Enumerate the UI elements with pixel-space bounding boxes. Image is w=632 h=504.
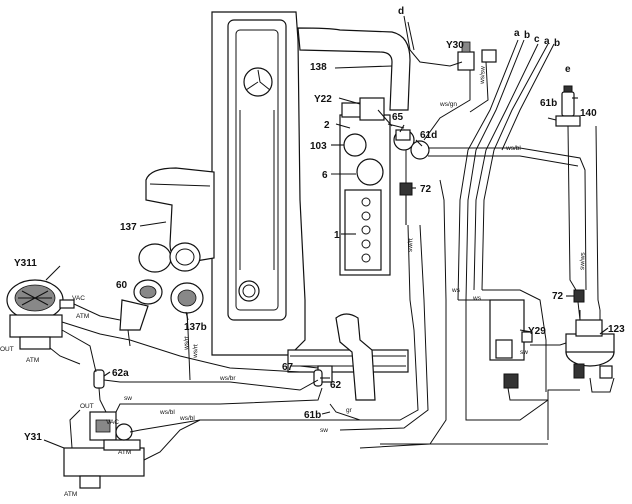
leader-lines <box>43 65 609 449</box>
label-61d: 61d <box>420 130 437 141</box>
label-ws-bl: ws/bl <box>505 145 521 152</box>
label-atm-y311-b: ATM <box>26 357 39 364</box>
label-ws-bl-3: ws/bl <box>179 415 195 422</box>
throttle-linkage-67 <box>287 313 409 401</box>
label-sw-1: sw <box>124 395 132 402</box>
label-65: 65 <box>392 112 404 123</box>
label-1: 1 <box>334 230 340 241</box>
intake-pipe-138 <box>297 27 411 111</box>
y31-valve-unit <box>63 411 145 489</box>
label-y22: Y22 <box>314 94 332 105</box>
label-atm-y31-a: ATM <box>118 449 131 456</box>
label-61b-top: 61b <box>540 98 557 109</box>
label-ws-br: ws/br <box>219 375 236 382</box>
label-atm-y311-a: ATM <box>76 313 89 320</box>
label-103: 103 <box>310 141 327 152</box>
label-y311: Y311 <box>14 258 37 269</box>
label-138: 138 <box>310 62 327 73</box>
label-60: 60 <box>116 280 128 291</box>
label-137b: 137b <box>184 322 207 333</box>
switchover-valve-y30 <box>457 41 497 71</box>
component-137b <box>170 282 204 331</box>
label-62a: 62a <box>112 368 129 379</box>
label-y31: Y31 <box>24 432 42 443</box>
label-ws-sw: ws/sw <box>479 66 487 85</box>
injection-pump <box>339 97 391 276</box>
label-gr: gr <box>346 407 353 414</box>
label-sw-ws: sw/ws <box>579 251 587 270</box>
label-ws-gn: ws/gn <box>439 101 457 108</box>
y311-valve-unit <box>6 279 75 350</box>
label-67: 67 <box>282 362 294 373</box>
label-ws-rt: ws/rt <box>192 344 200 359</box>
label-sw-rt: sw/rt <box>407 238 414 252</box>
label-ws-1: ws <box>451 287 461 294</box>
vacuum-hoses <box>49 15 615 461</box>
label-e: e <box>565 64 571 75</box>
label-a-1: a <box>514 28 520 39</box>
label-6: 6 <box>322 170 328 181</box>
label-ws-bl-2: ws/bl <box>159 409 175 416</box>
filter-72 <box>399 182 413 225</box>
air-duct-137 <box>138 167 215 273</box>
label-b-1: b <box>524 30 530 41</box>
label-out-y311: OUT <box>0 346 14 353</box>
restrictor-62a <box>93 369 105 389</box>
port-and-color-labels: VAC ATM OUT ATM OUT VAC ATM ATM ws/gn ws… <box>0 66 587 498</box>
label-a-2: a <box>544 36 550 47</box>
valve-61b-140 <box>555 85 581 127</box>
label-61b-bottom: 61b <box>304 410 321 421</box>
label-c: c <box>534 34 540 45</box>
label-2: 2 <box>324 120 330 131</box>
label-sw-2: sw <box>320 427 328 434</box>
part-labels: 138 Y22 Y30 d a b c a b e 61b 140 2 65 6… <box>14 6 625 443</box>
label-sw-3: sw <box>520 349 528 356</box>
filter-72-right <box>573 289 585 303</box>
label-vac-y311: VAC <box>72 295 85 302</box>
label-140: 140 <box>580 108 597 119</box>
label-y29: Y29 <box>528 326 546 337</box>
label-72-right: 72 <box>552 291 564 302</box>
label-72-top: 72 <box>420 184 432 195</box>
label-62: 62 <box>330 380 342 391</box>
label-vac-y31: VAC <box>106 419 119 426</box>
engine-valve-cover <box>211 11 306 356</box>
label-d: d <box>398 6 404 17</box>
vacuum-unit-123 <box>565 310 615 379</box>
valve-y29 <box>489 299 533 389</box>
label-123: 123 <box>608 324 625 335</box>
label-137: 137 <box>120 222 137 233</box>
label-out-y31: OUT <box>80 403 94 410</box>
label-y30: Y30 <box>446 40 464 51</box>
component-60 <box>119 279 163 331</box>
valve-65-61d <box>393 129 430 160</box>
label-b-2: b <box>554 38 560 49</box>
label-atm-y31-b: ATM <box>64 491 77 498</box>
label-ws-rt-2: ws/rt <box>183 336 191 351</box>
label-ws-2: ws <box>472 295 482 302</box>
